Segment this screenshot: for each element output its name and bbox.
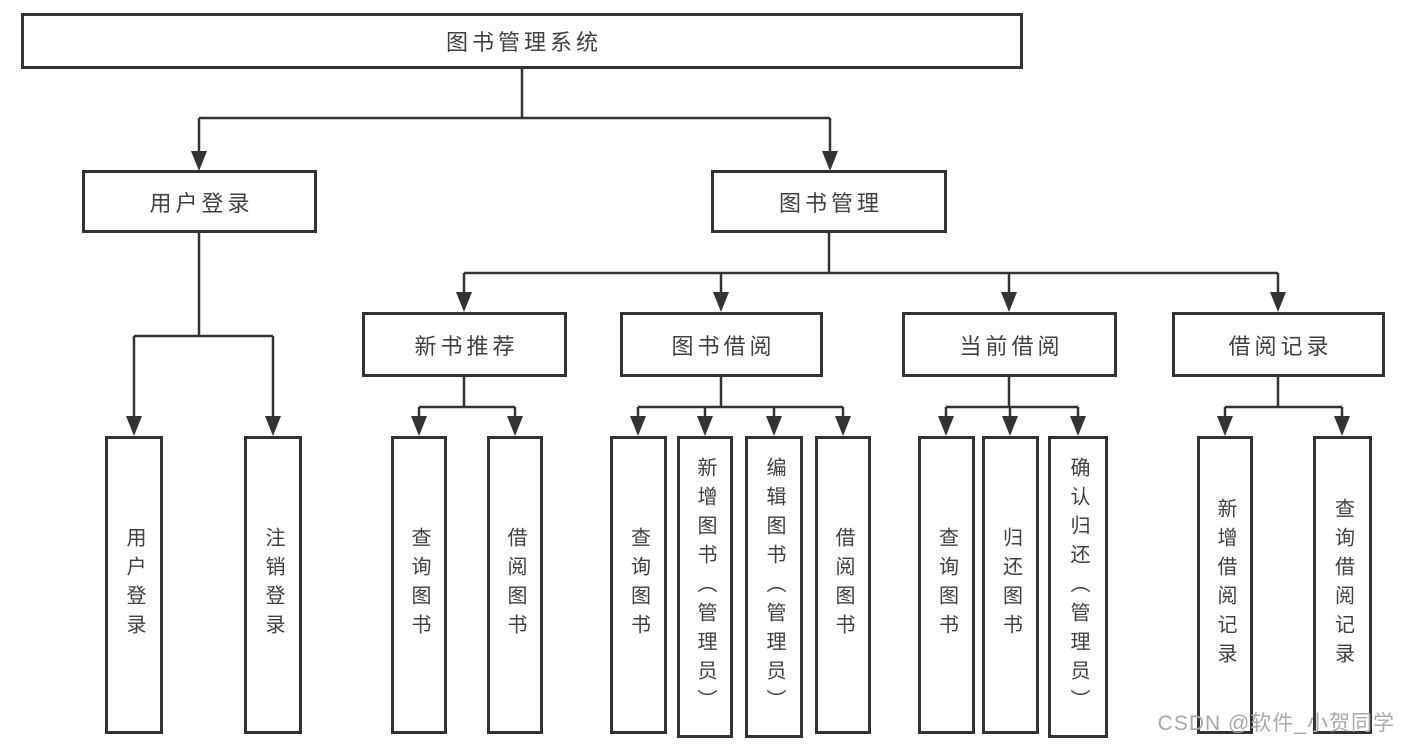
leaf-confirm-return-admin: 确认归还（管理员）: [1048, 436, 1108, 738]
node-current-borrowing: 当前借阅: [902, 312, 1117, 377]
leaf-add-borrow-record: 新增借阅记录: [1197, 436, 1253, 734]
node-book-borrowing-label: 图书借阅: [671, 333, 776, 359]
leaf-add-books-admin-label: 新增图书（管理员）: [694, 456, 716, 718]
node-new-book-recommendation: 新书推荐: [362, 312, 567, 377]
leaf-query-books-recommend: 查询图书: [391, 436, 447, 734]
leaf-edit-books-admin-label: 编辑图书（管理员）: [763, 456, 785, 718]
node-current-borrowing-label: 当前借阅: [959, 333, 1064, 359]
leaf-query-books-current: 查询图书: [918, 436, 975, 734]
leaf-user-login-label: 用户登录: [123, 527, 145, 643]
node-book-management-label: 图书管理: [778, 190, 883, 216]
node-book-management: 图书管理: [711, 170, 947, 233]
leaf-user-login: 用户登录: [105, 436, 163, 734]
leaf-return-books: 归还图书: [982, 436, 1039, 734]
leaf-confirm-return-admin-label: 确认归还（管理员）: [1067, 456, 1089, 718]
node-borrowing-records-label: 借阅记录: [1228, 333, 1333, 359]
leaf-return-books-label: 归还图书: [999, 527, 1022, 643]
leaf-query-books-borrow: 查询图书: [610, 436, 667, 734]
node-root-label: 图书管理系统: [445, 30, 602, 55]
node-user-login-label: 用户登录: [149, 190, 254, 216]
leaf-edit-books-admin: 编辑图书（管理员）: [745, 436, 803, 738]
leaf-query-books-current-label: 查询图书: [935, 527, 958, 643]
node-new-book-recommendation-label: 新书推荐: [414, 333, 519, 359]
node-book-borrowing: 图书借阅: [620, 312, 823, 377]
csdn-watermark: CSDN @软件_小贺同学: [1157, 712, 1395, 735]
node-user-login: 用户登录: [82, 170, 317, 233]
leaf-add-borrow-record-label: 新增借阅记录: [1214, 498, 1236, 672]
leaf-borrow-books: 借阅图书: [815, 436, 871, 734]
leaf-query-borrow-record: 查询借阅记录: [1313, 436, 1372, 734]
leaf-borrow-books-label: 借阅图书: [832, 527, 854, 643]
node-borrowing-records: 借阅记录: [1172, 312, 1385, 377]
leaf-query-borrow-record-label: 查询借阅记录: [1331, 498, 1354, 672]
leaf-borrow-books-recommend: 借阅图书: [487, 436, 543, 734]
leaf-logout-label: 注销登录: [262, 527, 284, 643]
leaf-logout: 注销登录: [244, 436, 302, 734]
leaf-query-books-recommend-label: 查询图书: [408, 527, 430, 643]
leaf-borrow-books-recommend-label: 借阅图书: [504, 527, 526, 643]
leaf-query-books-borrow-label: 查询图书: [627, 527, 650, 643]
node-root: 图书管理系统: [21, 13, 1023, 69]
arrowheads: [126, 151, 1350, 436]
leaf-add-books-admin: 新增图书（管理员）: [677, 436, 733, 738]
